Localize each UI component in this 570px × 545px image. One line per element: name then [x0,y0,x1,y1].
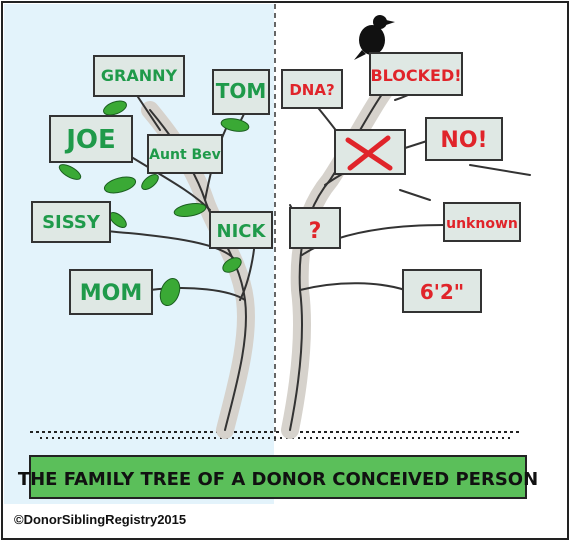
label-height: 6'2" [420,280,464,304]
unknown-labels: DNA? BLOCKED! NO! ? unknown 6'2" [289,66,518,304]
sign-tom [212,69,270,115]
sign-blocked [369,52,463,96]
sign-mom [69,269,153,315]
sign-granny [93,55,185,97]
ground [30,431,520,439]
label-sissy: SISSY [42,212,101,233]
label-granny: GRANNY [101,66,178,85]
sign-height [402,269,482,313]
label-joe: JOE [64,125,116,155]
label-tom: TOM [216,79,267,103]
label-no: NO! [440,128,487,153]
label-mom: MOM [80,281,143,306]
sign-question [289,207,341,249]
title-banner [29,455,527,499]
sign-unknown [443,202,521,242]
label-dna: DNA? [289,81,334,99]
leaves [58,100,250,307]
known-signs [31,55,273,315]
label-blocked: BLOCKED! [370,66,461,85]
label-nick: NICK [217,221,267,242]
red-x-mark-icon [345,135,393,171]
crow-icon [354,15,395,60]
sign-sissy [31,201,111,243]
sign-dna [281,69,343,109]
banner-title: THE FAMILY TREE OF A DONOR CONCEIVED PER… [18,469,538,490]
sign-joe [49,115,133,163]
sign-aunt-bev [147,134,223,174]
label-question: ? [309,219,322,244]
known-labels: GRANNY TOM JOE Aunt Bev SISSY NICK MOM [42,66,266,306]
label-aunt-bev: Aunt Bev [149,147,221,163]
copyright-caption: ©DonorSiblingRegistry2015 [14,512,187,527]
sign-no [425,117,503,161]
sign-nick [209,211,273,249]
label-unknown: unknown [446,216,518,232]
